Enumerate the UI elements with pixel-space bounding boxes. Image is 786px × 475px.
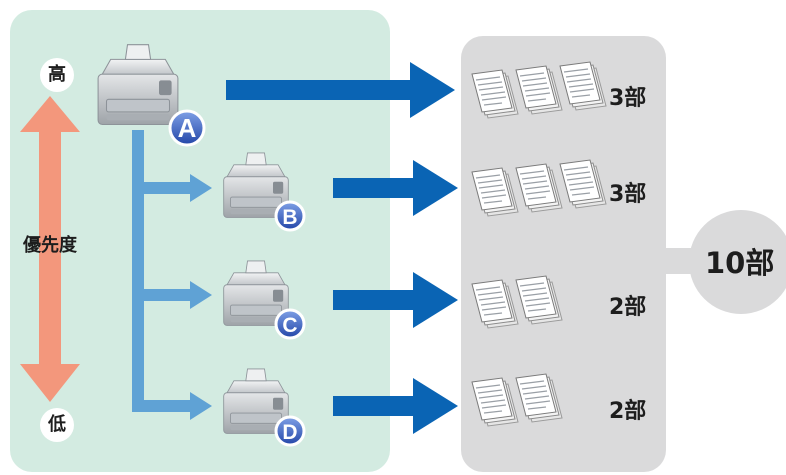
copies-c-label: 2部 (609, 295, 647, 320)
total-copies-label: 10部 (705, 246, 775, 280)
svg-text:C: C (282, 314, 297, 337)
svg-text:B: B (282, 206, 297, 229)
arrow-c (333, 272, 458, 328)
paper-stacks-b (471, 159, 607, 217)
printer-c-badge: C (274, 308, 306, 340)
copies-a-label: 3部 (609, 86, 647, 111)
output-arrows (226, 62, 458, 434)
total-circle (689, 210, 786, 314)
priority-axis-label: 優先度 (23, 235, 77, 256)
printer-a-icon (97, 44, 179, 126)
priority-high-label: 高 (40, 58, 74, 92)
svg-text:D: D (282, 421, 297, 444)
svg-text:A: A (178, 113, 197, 143)
printer-a-badge: A (168, 109, 206, 147)
arrow-d (333, 378, 458, 434)
copies-d-label: 2部 (609, 399, 647, 424)
priority-double-arrow (20, 96, 80, 402)
arrow-b (333, 160, 458, 216)
paper-stacks-c (471, 275, 563, 329)
paper-stacks-a (471, 61, 607, 119)
priority-low-label: 低 (40, 408, 74, 442)
printer-b-badge: B (274, 200, 306, 232)
printer-connector-lines (132, 130, 212, 420)
copies-b-label: 3部 (609, 182, 647, 207)
paper-stacks-d (471, 373, 563, 427)
arrow-a (226, 62, 455, 118)
printer-d-badge: D (274, 415, 306, 447)
